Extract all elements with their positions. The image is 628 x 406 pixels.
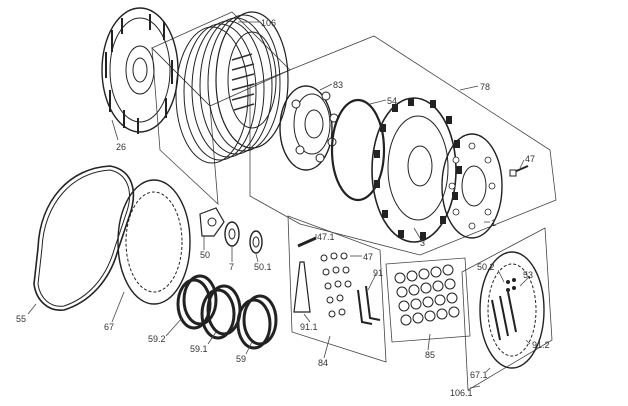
callout-85: 85 xyxy=(425,350,435,360)
callout-47-1: 47.1 xyxy=(317,232,335,242)
callout-50-2: 50.2 xyxy=(477,262,495,272)
callout-67: 67 xyxy=(104,322,114,332)
kit-84-box xyxy=(287,215,387,363)
gasket-part-67 xyxy=(117,179,191,305)
leader-lines xyxy=(27,21,531,389)
screws-part-47-kit xyxy=(320,252,352,318)
bracket-part-50 xyxy=(199,207,225,237)
washer-part-50-1 xyxy=(249,230,263,254)
callout-84: 84 xyxy=(318,358,328,368)
callout-83: 83 xyxy=(333,80,343,90)
clutch-basket-part-26 xyxy=(101,7,179,134)
washer-part-7 xyxy=(224,221,240,247)
inner-hub-part-3 xyxy=(371,97,462,243)
disc-part-1 xyxy=(441,133,503,239)
pressure-plate-part-83 xyxy=(279,85,339,171)
callout-91-2: 91.2 xyxy=(532,340,550,350)
kit-disc-part-67-1 xyxy=(479,251,545,369)
tool-part-91-1 xyxy=(293,261,311,313)
callout-50-1: 50.1 xyxy=(254,262,272,272)
clutch-plate-stack-part-106 xyxy=(175,11,289,164)
spring-pack-part-59-2 xyxy=(176,274,218,330)
kit-106-box-lower xyxy=(151,46,219,205)
callout-7: 7 xyxy=(229,262,234,272)
gasket-part-55 xyxy=(33,165,135,311)
kit-85-box xyxy=(385,257,471,343)
callout-3: 3 xyxy=(420,238,425,248)
callout-59: 59 xyxy=(236,354,246,364)
callout-106-1: 106.1 xyxy=(450,388,473,398)
hex-keys-part-91 xyxy=(357,285,381,325)
spring-pack-part-59-1 xyxy=(200,284,242,340)
callout-55: 55 xyxy=(16,314,26,324)
callout-54: 54 xyxy=(387,96,397,106)
kit-78-box xyxy=(249,35,557,256)
pin-part-47-1 xyxy=(297,236,317,248)
callout-59-2: 59.2 xyxy=(148,334,166,344)
kit-106-1-box xyxy=(461,227,553,391)
callout-50: 50 xyxy=(200,250,210,260)
callout-47-kit: 47 xyxy=(363,252,373,262)
callout-59-1: 59.1 xyxy=(190,344,208,354)
circlip-part-54 xyxy=(330,98,386,202)
callout-91-1: 91.1 xyxy=(300,322,318,332)
balls-part-85 xyxy=(394,264,460,326)
callout-1: 1 xyxy=(491,218,496,228)
callout-106: 106 xyxy=(261,18,276,28)
spring-pack-part-59 xyxy=(236,294,278,350)
callout-78: 78 xyxy=(480,82,490,92)
callout-67-1: 67.1 xyxy=(470,370,488,380)
screw-part-47 xyxy=(509,165,529,177)
callout-53: 53 xyxy=(523,270,533,280)
callout-47: 47 xyxy=(525,154,535,164)
callout-91: 91 xyxy=(373,268,383,278)
callout-26: 26 xyxy=(116,142,126,152)
